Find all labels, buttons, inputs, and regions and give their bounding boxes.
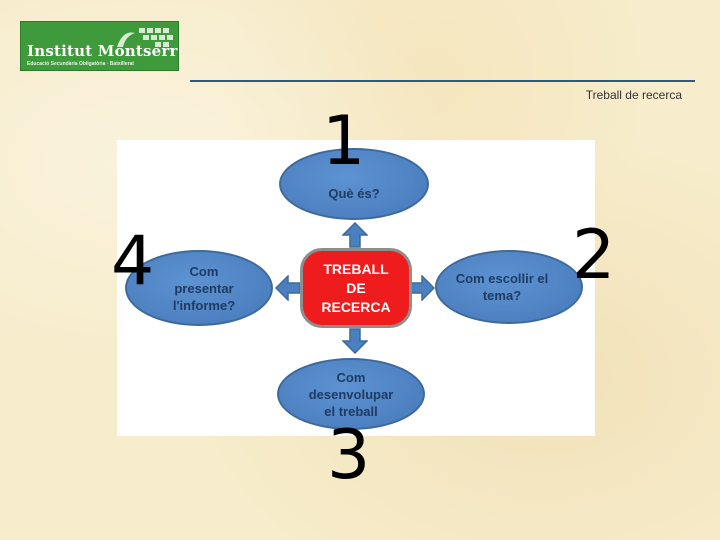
node-bottom-label: Com desenvolupar el treball xyxy=(308,369,394,419)
node-right-label: Com escollir el tema? xyxy=(455,271,549,303)
node-left: Com presentar l'informe? xyxy=(125,250,273,326)
number-four: 4 xyxy=(111,222,155,301)
number-three: 3 xyxy=(327,416,371,495)
number-two: 2 xyxy=(572,216,616,295)
logo-building-icon xyxy=(117,28,173,47)
node-top: Què és? xyxy=(279,148,429,220)
node-center: TREBALL DE RECERCA xyxy=(300,248,412,328)
header-divider xyxy=(190,80,695,82)
node-center-label: TREBALL DE RECERCA xyxy=(321,260,391,315)
number-one: 1 xyxy=(322,102,366,181)
arrow-right xyxy=(409,275,435,301)
logo-name: Institut Montserrat xyxy=(27,42,179,60)
header-title: Treball de recerca xyxy=(585,88,682,102)
arrow-down xyxy=(342,328,368,354)
logo-subtitle: Educació Secundària Obligatòria · Batxil… xyxy=(27,61,134,67)
arrow-left xyxy=(275,275,301,301)
node-right: Com escollir el tema? xyxy=(435,250,583,324)
institut-logo: Institut Montserrat Educació Secundària … xyxy=(20,21,179,71)
node-left-label: Com presentar l'informe? xyxy=(172,263,236,313)
node-bottom: Com desenvolupar el treball xyxy=(277,358,425,430)
arrow-up xyxy=(342,222,368,248)
node-top-label: Què és? xyxy=(328,185,380,201)
diagram-panel: Què és? Com presentar l'informe? Com esc… xyxy=(117,140,595,436)
